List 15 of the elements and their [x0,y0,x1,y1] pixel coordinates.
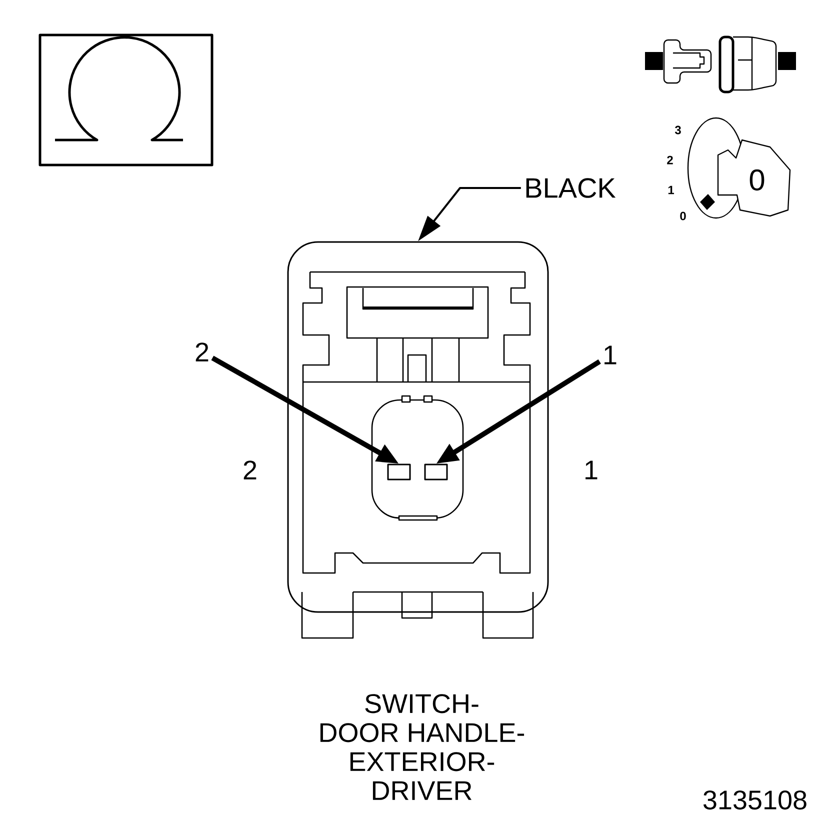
connector-housing [287,241,549,613]
terminal-cavity [424,464,448,480]
dial-number: 1 [668,186,674,194]
cavity-number: 1 [586,460,598,480]
figure-number: 3135108 [703,790,806,810]
callout-label: 2 [196,342,208,362]
callout-label: 1 [604,346,616,364]
key-position: 0 [750,169,764,191]
callout-label: BLACK [526,178,616,198]
terminal-cavity [387,464,411,480]
dial-number: 0 [680,212,686,220]
caption: SWITCH- DOOR HANDLE- EXTERIOR- DRIVER [320,694,524,800]
dial-number: 3 [674,126,681,134]
dial-number: 2 [667,156,673,164]
cavity-number: 2 [244,460,256,480]
